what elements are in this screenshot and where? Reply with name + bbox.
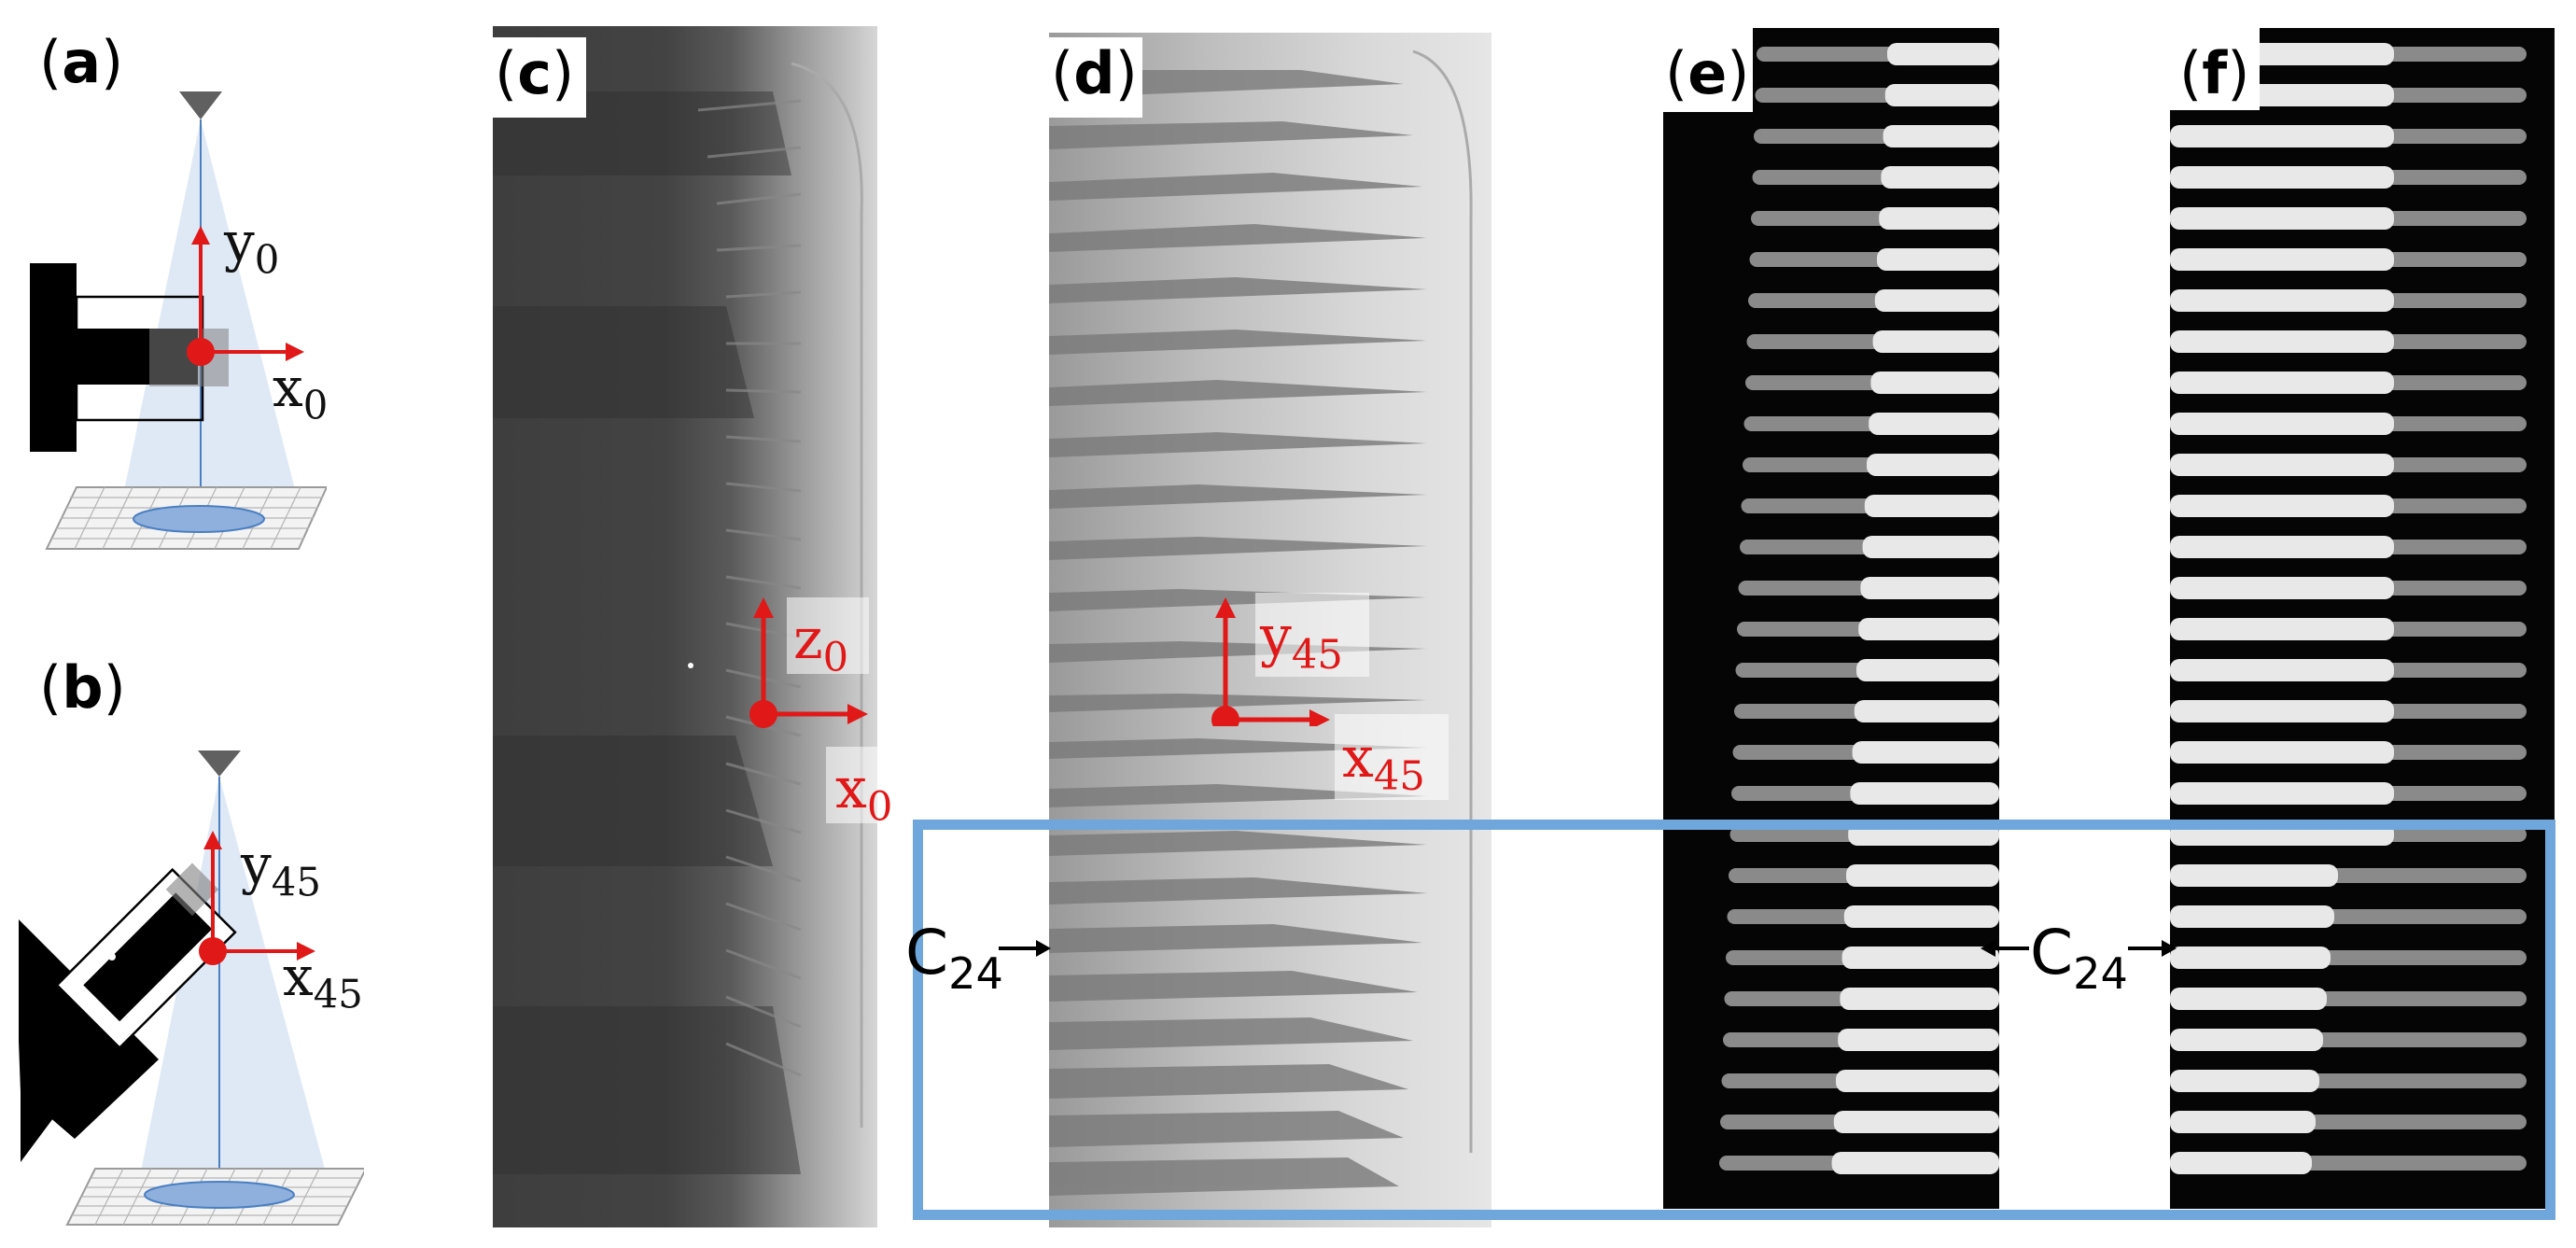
panel-label-d: (d) xyxy=(1051,39,1138,107)
thread-bar-bright xyxy=(1852,741,1999,764)
thread-bar-bright xyxy=(1874,289,1999,312)
panel-label-f: (f) xyxy=(2179,39,2250,107)
schematic-a xyxy=(30,91,327,550)
thread-bar-bright xyxy=(2170,372,2394,394)
thread-bar-bright xyxy=(2170,741,2394,764)
xray-source-icon xyxy=(198,750,241,777)
thread-bar-bright xyxy=(2170,330,2394,353)
panel-label-c: (c) xyxy=(495,39,575,107)
axis-label-bg-x45 xyxy=(1335,714,1449,800)
thread-bar-bright xyxy=(2170,1111,2316,1133)
xray-beam-cone xyxy=(121,119,299,504)
thread-bar-bright xyxy=(1856,659,1999,681)
axis-label-z0-c: z0 xyxy=(793,607,849,681)
xray-beam-cone xyxy=(140,777,327,1176)
panel-label-bg-d xyxy=(1049,37,1142,118)
panel-label-bg-e xyxy=(1663,28,1753,112)
axes-icon-b xyxy=(199,831,315,965)
thread-bar-bright xyxy=(2170,864,2338,887)
thread-bar-bright xyxy=(2170,207,2394,230)
thread-bar-bright xyxy=(2170,1029,2323,1051)
axis-label-y45-d: y45 xyxy=(1260,604,1343,679)
thread-bar-bright xyxy=(1841,947,1999,969)
thread-bar-bright xyxy=(1860,577,1999,599)
thread-bar-bright xyxy=(1831,1152,1999,1174)
axes-icon-d xyxy=(1211,597,1330,726)
arrow-right-icon xyxy=(2128,940,2177,957)
annotation-c24-right: C24 xyxy=(2030,917,2128,1000)
xray-source-icon xyxy=(179,91,222,119)
thread-bars-f xyxy=(2170,43,2527,1174)
radiograph-d xyxy=(1049,33,1491,1227)
thread-bar-bright xyxy=(1854,700,1999,722)
thread-bar-bright xyxy=(2170,947,2331,969)
thread-bar-bright xyxy=(1867,454,1999,476)
panel-label-bg-f xyxy=(2170,28,2260,110)
thread-bar-bright xyxy=(1843,905,1999,928)
thread-bar-bright xyxy=(1858,618,1999,640)
thread-bar-bright xyxy=(2170,659,2394,681)
thread-bar-bright xyxy=(2170,905,2334,928)
axis-label-y0-a: y0 xyxy=(224,210,280,283)
thread-bar-bright xyxy=(2170,618,2394,640)
thread-bar-bright xyxy=(1846,864,1999,887)
axis-label-bg-x0 xyxy=(826,747,908,823)
region-highlight-box xyxy=(913,820,2555,1220)
thread-bar-bright xyxy=(1887,43,1999,65)
thread-bars-e xyxy=(1719,43,1999,1174)
thread-bar-bright xyxy=(1884,84,1999,106)
axis-label-bg-y45 xyxy=(1255,593,1369,677)
thread-bar-bright xyxy=(1833,1111,1999,1133)
annotation-c24-left: C24 xyxy=(905,917,1003,1000)
thread-bar-bright xyxy=(1881,166,1999,189)
thread-bar-bright xyxy=(2170,125,2394,147)
thread-bar-bright xyxy=(2170,248,2394,271)
thread-bar-bright xyxy=(1869,413,1999,435)
thread-bar-bright xyxy=(2170,413,2394,435)
thread-bar-bright xyxy=(2170,1152,2312,1174)
arrow-right-icon xyxy=(999,940,1051,957)
axis-label-x0-c: x0 xyxy=(835,756,893,831)
thread-bar-bright xyxy=(2170,454,2394,476)
thread-bar-bright xyxy=(2170,166,2394,189)
thread-bar-bright xyxy=(2170,495,2394,517)
axis-label-x45-d: x45 xyxy=(1342,725,1425,800)
reconstruction-f xyxy=(2170,28,2555,1209)
panel-label-e: (e) xyxy=(1665,39,1750,107)
arrow-left-icon xyxy=(1981,940,2029,957)
sample-holder-icon xyxy=(30,263,229,452)
thread-bar-bright xyxy=(2170,289,2394,312)
thread-bar-bright xyxy=(1879,207,1999,230)
thread-bar-bright xyxy=(1864,495,1999,517)
thread-bar-bright xyxy=(1883,125,1999,147)
detector-grid-icon xyxy=(45,486,327,550)
thread-bar-bright xyxy=(1862,536,1999,558)
thread-bar-bright xyxy=(1870,372,1999,394)
thread-bar-bright xyxy=(1838,1029,1999,1051)
panel-label-b: (b) xyxy=(39,653,126,722)
thread-bar-bright xyxy=(2170,782,2394,805)
thread-bar-bright xyxy=(1850,782,1999,805)
sample-holder-icon xyxy=(19,862,237,1162)
thread-bar-bright xyxy=(2170,1070,2319,1092)
schematic-b xyxy=(19,750,364,1226)
panel-label-bg-c xyxy=(493,37,586,118)
thread-bar-bright xyxy=(2170,536,2394,558)
axis-label-x45-b: x45 xyxy=(283,945,363,1017)
thread-bar-bright xyxy=(2170,988,2327,1010)
detector-grid-icon xyxy=(65,1168,364,1226)
axis-label-bg-z0 xyxy=(787,597,869,674)
axis-label-y45-b: y45 xyxy=(241,833,321,905)
thread-bar-bright xyxy=(2170,577,2394,599)
thread-bar-bright xyxy=(1840,988,1999,1010)
axes-icon-a xyxy=(187,226,304,366)
thread-bar-bright xyxy=(1872,330,1999,353)
thread-bar-bright xyxy=(2170,700,2394,722)
reconstruction-e xyxy=(1663,28,1999,1209)
panel-label-a: (a) xyxy=(39,28,124,96)
axis-label-x0-a: x0 xyxy=(273,356,329,428)
thread-bar-bright xyxy=(1836,1070,1999,1092)
thread-bar-bright xyxy=(1877,248,1999,271)
axes-icon-c xyxy=(749,597,868,728)
